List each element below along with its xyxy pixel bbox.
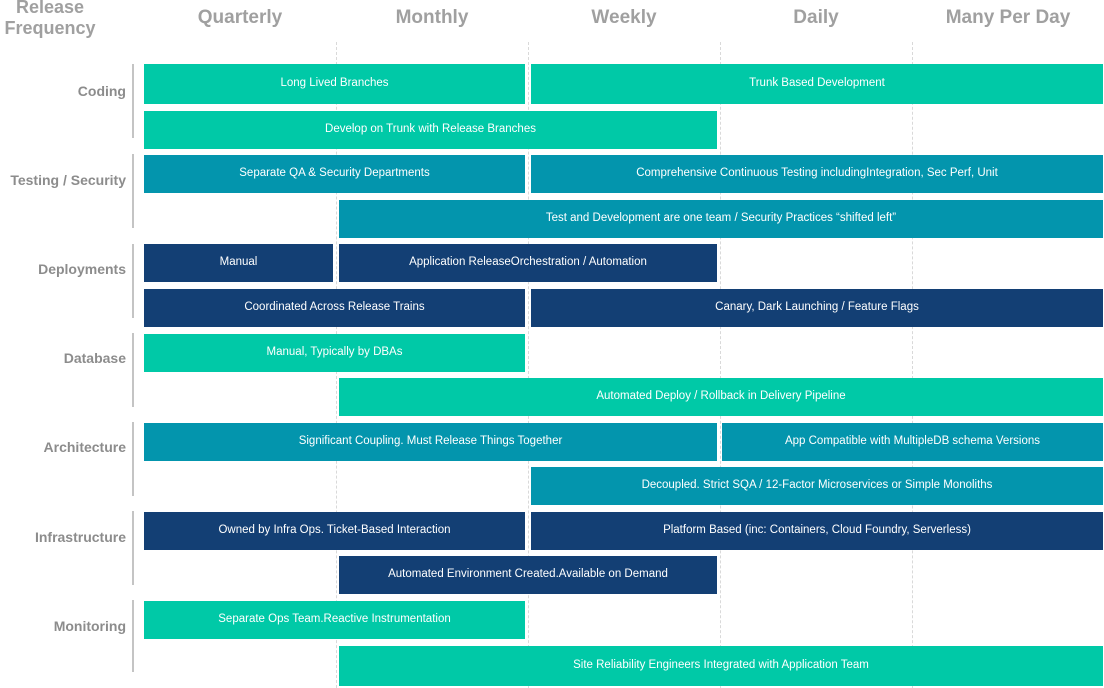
category-bracket <box>132 511 134 585</box>
category-deployments: Deployments <box>38 261 126 277</box>
bar-significant-coupling: Significant Coupling. Must Release Thing… <box>144 423 717 461</box>
bar-trunk-based-development: Trunk Based Development <box>531 64 1103 104</box>
bar-decoupled-microservices: Decoupled. Strict SQA / 12-Factor Micros… <box>531 467 1103 505</box>
bar-automated-environment: Automated Environment Created. Available… <box>339 556 717 594</box>
category-bracket <box>132 154 134 228</box>
bar-manual-deployments: Manual <box>144 244 333 282</box>
bar-label-line: Manual, Typically by DBAs <box>266 346 403 359</box>
column-header-weekly: Weekly <box>591 7 657 28</box>
bar-label-line: Site Reliability Engineers Integrated wi… <box>573 659 869 672</box>
category-monitoring: Monitoring <box>53 618 126 634</box>
corner-line-2: Frequency <box>4 18 96 38</box>
category-bracket <box>132 64 134 138</box>
bar-comprehensive-continuous-testing: Comprehensive Continuous Testing includi… <box>531 155 1103 193</box>
column-divider <box>912 42 913 688</box>
bar-develop-on-trunk: Develop on Trunk with Release Branches <box>144 111 717 149</box>
bar-site-reliability-engineers: Site Reliability Engineers Integrated wi… <box>339 646 1103 686</box>
bar-owned-by-infra-ops: Owned by Infra Ops. Ticket-Based Interac… <box>144 512 525 550</box>
release-frequency-label: Release Frequency <box>0 0 100 39</box>
bar-label-line: Decoupled. Strict SQA / 12-Factor Micros… <box>641 479 993 492</box>
category-bracket <box>132 600 134 672</box>
category-bracket <box>132 422 134 496</box>
column-header-daily: Daily <box>793 7 839 28</box>
bar-label-line: Manual <box>219 256 258 269</box>
bar-app-compatible-db-schema: App Compatible with Multiple DB schema V… <box>722 423 1103 461</box>
bar-label-line: Canary, Dark Launching / Feature Flags <box>715 301 919 314</box>
category-database: Database <box>63 350 126 366</box>
bar-label-line: Application Release <box>409 256 511 269</box>
bar-label-line: Significant Coupling. Must Release Thing… <box>298 435 563 448</box>
bar-label-line: Platform Based (inc: Containers, Cloud F… <box>663 524 971 537</box>
bar-label-line: Owned by Infra Ops. Ticket-Based Interac… <box>218 524 451 537</box>
bar-platform-based: Platform Based (inc: Containers, Cloud F… <box>531 512 1103 550</box>
column-divider <box>528 42 529 688</box>
bar-label-line: Test and Development are one team / Secu… <box>545 212 897 225</box>
bar-canary-dark-launching: Canary, Dark Launching / Feature Flags <box>531 289 1103 327</box>
category-bracket <box>132 244 134 318</box>
category-coding: Coding <box>77 83 126 99</box>
column-header-many-per-day: Many Per Day <box>945 7 1071 28</box>
bar-coordinated-release-trains: Coordinated Across Release Trains <box>144 289 525 327</box>
column-header-monthly: Monthly <box>395 7 469 28</box>
bar-label-line: Orchestration / Automation <box>510 256 647 269</box>
bar-label-line: Develop on Trunk with Release Branches <box>325 123 536 136</box>
bar-label-line: DB schema Versions <box>933 435 1041 448</box>
bar-label-line: Long Lived Branches <box>280 77 389 90</box>
bar-test-and-development-one-team: Test and Development are one team / Secu… <box>339 200 1103 238</box>
bar-separate-qa-security: Separate QA & Security Departments <box>144 155 525 193</box>
corner-line-1: Release <box>15 0 85 17</box>
bar-label-line: Automated Environment Created. <box>388 568 559 581</box>
bar-label-line: Separate QA & Security Departments <box>239 167 430 180</box>
bar-long-lived-branches: Long Lived Branches <box>144 64 525 104</box>
bar-label-line: Separate Ops Team. <box>218 613 324 626</box>
bar-automated-deploy-rollback: Automated Deploy / Rollback in Delivery … <box>339 378 1103 416</box>
column-header-quarterly: Quarterly <box>197 7 283 28</box>
bar-manual-dbas: Manual, Typically by DBAs <box>144 334 525 372</box>
category-bracket <box>132 333 134 407</box>
category-infrastructure: Infrastructure <box>34 529 126 545</box>
column-divider <box>720 42 721 688</box>
bar-label-line: Coordinated Across Release Trains <box>244 301 425 314</box>
bar-separate-ops-team: Separate Ops Team. Reactive Instrumentat… <box>144 601 525 639</box>
bar-label-line: Reactive Instrumentation <box>323 613 451 626</box>
category-testing-security: Testing / Security <box>10 172 126 188</box>
bar-label-line: Available on Demand <box>558 568 668 581</box>
bar-label-line: App Compatible with Multiple <box>784 435 934 448</box>
bar-label-line: Comprehensive Continuous Testing includi… <box>636 167 867 180</box>
bar-label-line: Trunk Based Development <box>749 77 885 90</box>
bar-label-line: Integration, Sec Perf, Unit <box>866 167 998 180</box>
bar-application-release-orchestration: Application Release Orchestration / Auto… <box>339 244 717 282</box>
bar-label-line: Automated Deploy / Rollback in Delivery … <box>596 390 846 403</box>
category-architecture: Architecture <box>43 439 126 455</box>
